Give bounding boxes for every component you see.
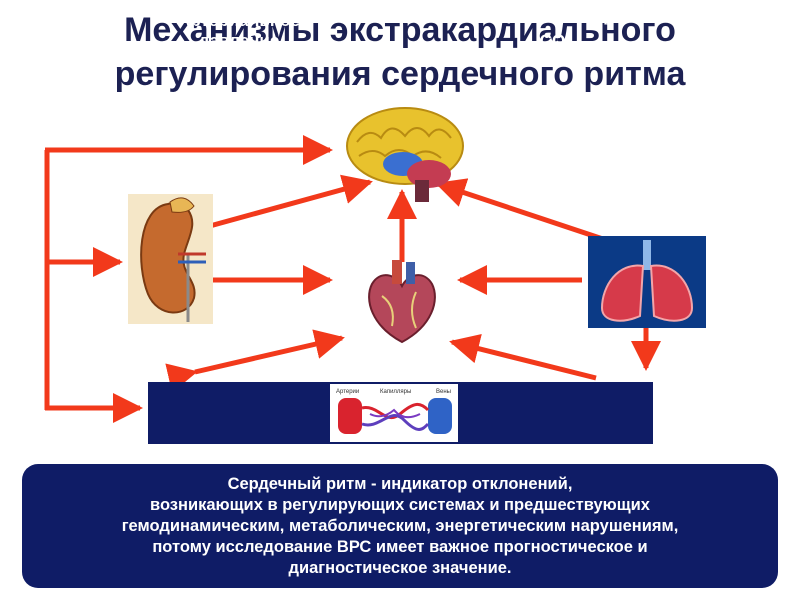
summary-line-3: гемодинамическим, метаболическим, энерге…	[121, 516, 679, 535]
arteries-label: Артерии	[336, 389, 359, 395]
kidney-adrenal-icon	[128, 194, 213, 324]
arrow-blood-to-heart	[449, 333, 597, 381]
summary-line-1: Сердечный ритм - индикатор отклонений,	[227, 474, 573, 493]
title-line-2: регулирования сердечного ритма	[114, 55, 686, 93]
summary-line-2: возникающих в регулирующих системах и пр…	[150, 495, 650, 514]
page-title: Механизмы экстракардиального регулирован…	[0, 8, 800, 96]
blood-parameters-label: Кровь: pH, O2, CO2	[496, 4, 615, 54]
arterial-pressure-label: Артериальное давление	[178, 11, 300, 50]
capillaries-label: Капилляры	[380, 389, 411, 395]
arrow-kidney-brain	[157, 174, 373, 254]
brain-icon	[346, 107, 464, 202]
summary-line-5: диагностическое значение.	[288, 558, 512, 577]
arrow-lungs-to-brain	[435, 178, 613, 245]
arrow-pressure-heart	[165, 329, 345, 393]
heart-icon	[368, 260, 436, 344]
veins-label: Вены	[436, 389, 451, 395]
blood-vessels-icon: Артерии Капилляры Вены	[330, 384, 458, 442]
summary-box: Сердечный ритм - индикатор отклонений, в…	[22, 464, 778, 588]
summary-line-4: потому исследование ВРС имеет важное про…	[152, 537, 648, 556]
lungs-icon	[588, 236, 706, 328]
title-line-1: Механизмы экстракардиального	[124, 11, 676, 49]
